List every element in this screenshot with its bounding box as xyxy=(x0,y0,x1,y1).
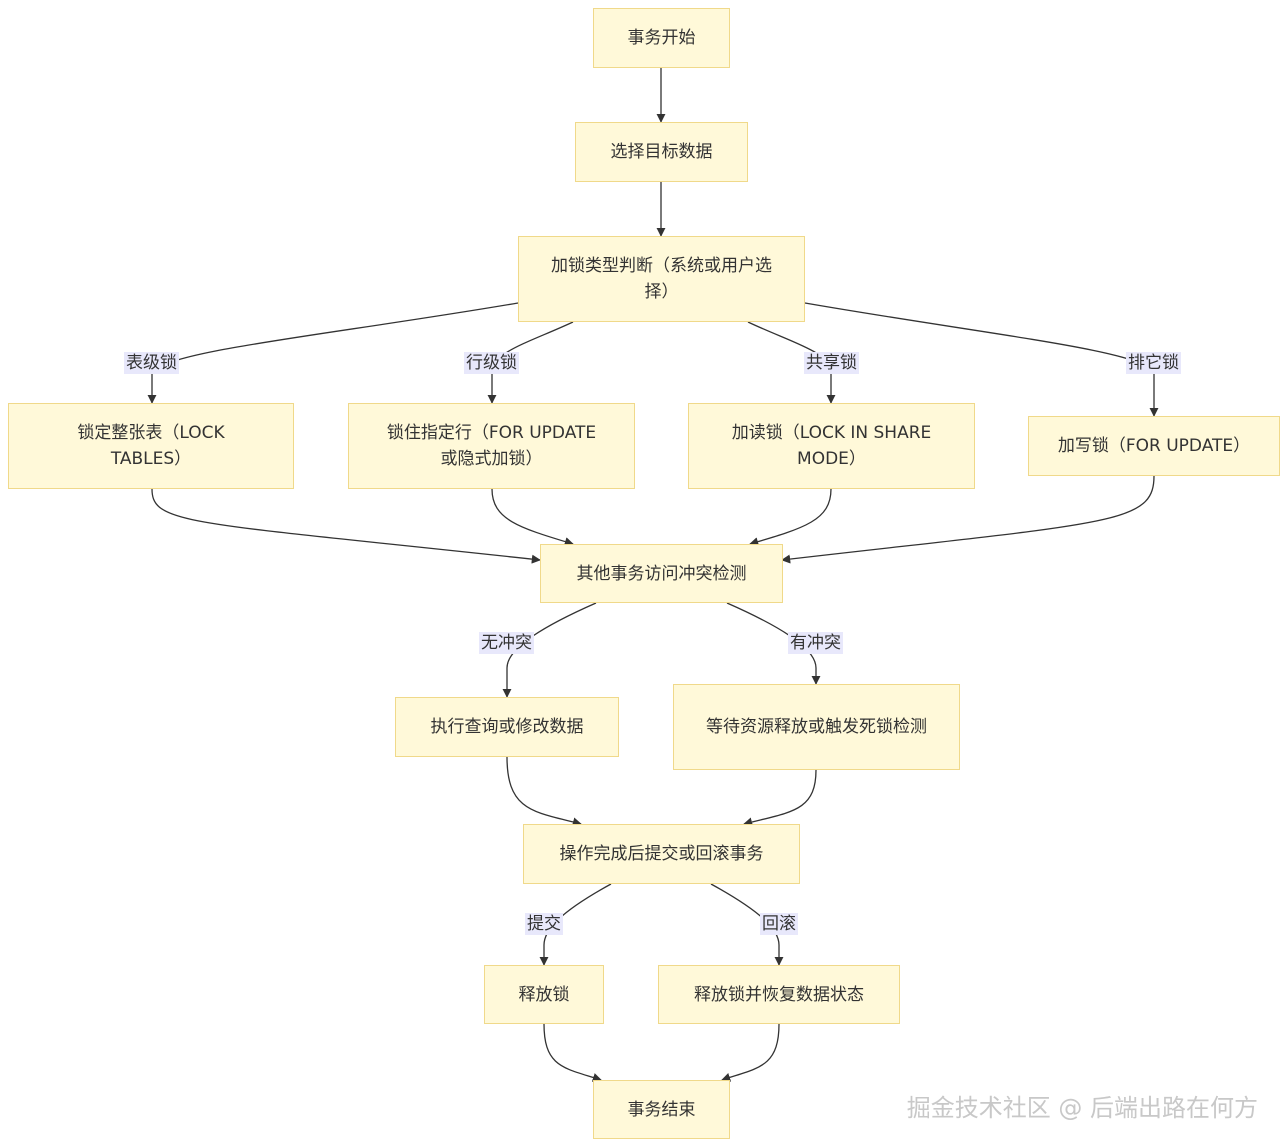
edge-label-rollback: 回滚 xyxy=(760,913,798,935)
node-read-lock: 加读锁（LOCK IN SHARE MODE） xyxy=(688,403,975,489)
edge-wait-finish xyxy=(743,769,817,827)
node-row-lock: 锁住指定行（FOR UPDATE或隐式加锁） xyxy=(348,403,635,489)
edge-label-no-conflict: 无冲突 xyxy=(479,632,534,654)
node-release-lock: 释放锁 xyxy=(484,965,604,1024)
node-end: 事务结束 xyxy=(593,1080,730,1139)
edge-label-row: 行级锁 xyxy=(464,352,519,374)
edge-label-commit: 提交 xyxy=(525,913,563,935)
node-select-target-data: 选择目标数据 xyxy=(575,122,748,182)
edge-label-exclusive: 排它锁 xyxy=(1126,352,1181,374)
node-conflict-detect: 其他事务访问冲突检测 xyxy=(540,544,783,603)
node-lock-type-judge: 加锁类型判断（系统或用户选择） xyxy=(518,236,805,322)
edge-write-conflict xyxy=(781,475,1155,564)
edge-release-end xyxy=(543,1023,602,1082)
node-table-lock: 锁定整张表（LOCK TABLES） xyxy=(8,403,294,489)
node-finish: 操作完成后提交或回滚事务 xyxy=(523,824,800,884)
edge-label-has-conflict: 有冲突 xyxy=(788,632,843,654)
node-wait-deadlock: 等待资源释放或触发死锁检测 xyxy=(673,684,960,770)
edge-releaserestore-end xyxy=(721,1023,780,1082)
edge-read-conflict xyxy=(749,488,832,547)
watermark: 掘金技术社区 @ 后端出路在何方 xyxy=(906,1094,1258,1122)
node-start: 事务开始 xyxy=(593,8,730,68)
edge-table-conflict xyxy=(151,488,541,564)
node-write-lock: 加写锁（FOR UPDATE） xyxy=(1028,416,1280,476)
node-execute: 执行查询或修改数据 xyxy=(395,697,619,757)
edge-row-conflict xyxy=(491,488,574,546)
edge-label-shared: 共享锁 xyxy=(804,352,859,374)
edge-label-table: 表级锁 xyxy=(124,352,179,374)
node-release-restore: 释放锁并恢复数据状态 xyxy=(658,965,900,1024)
edge-execute-finish xyxy=(506,756,582,827)
